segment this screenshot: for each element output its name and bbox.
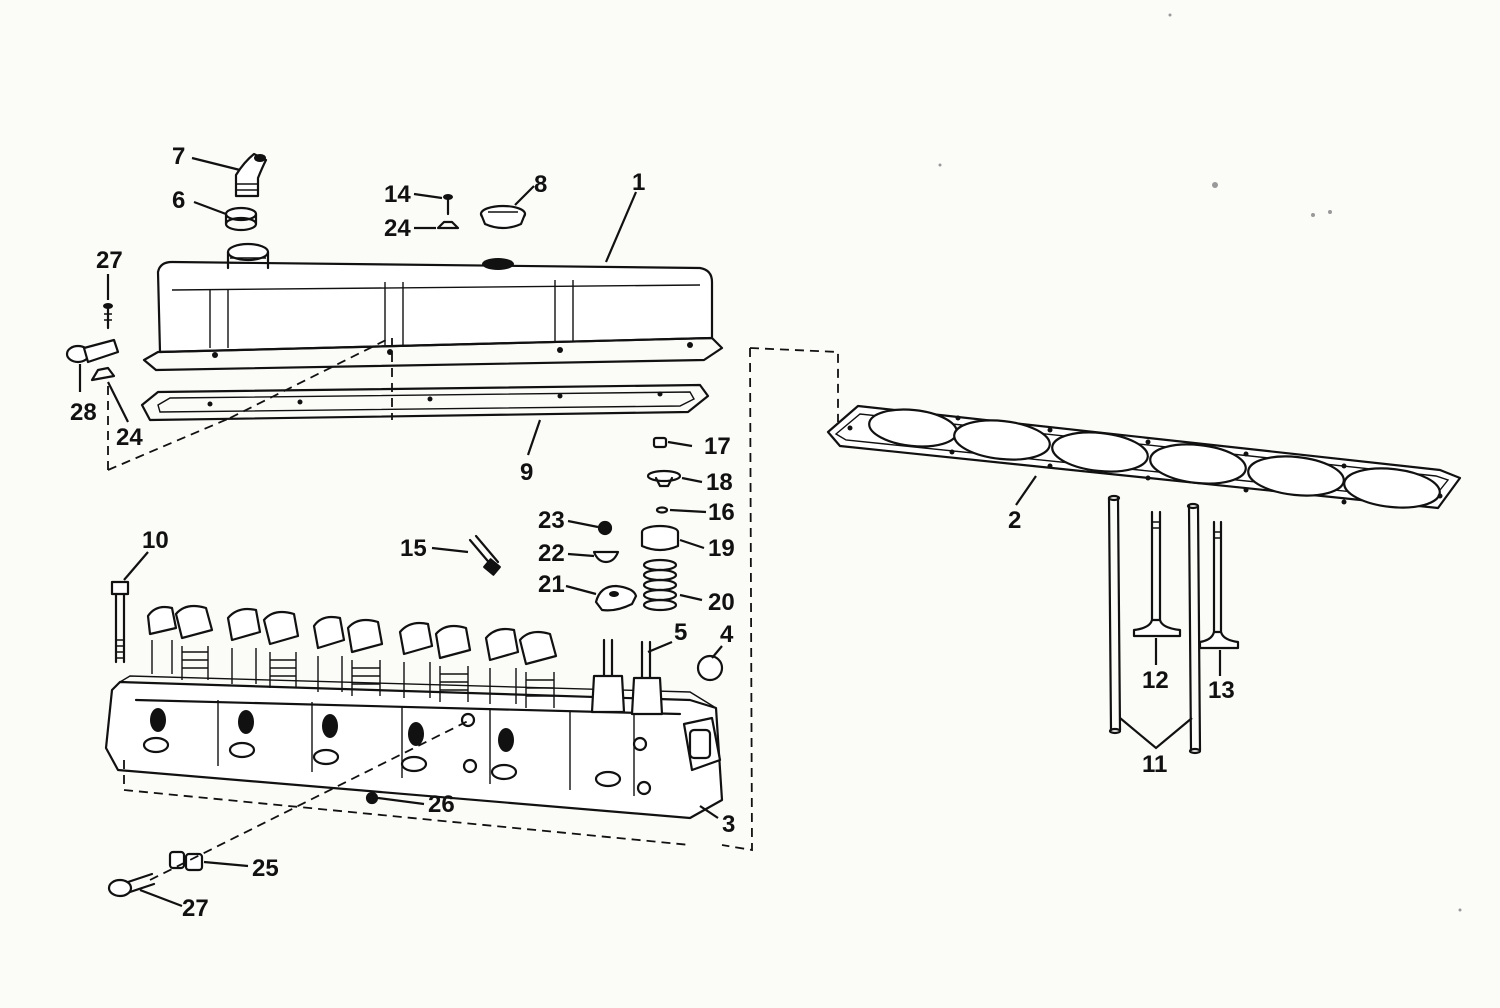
valve-spring — [642, 558, 678, 612]
head-gasket — [826, 404, 1462, 510]
valve-cap — [652, 436, 668, 449]
callout-3: 3 — [722, 811, 735, 838]
callout-2: 2 — [1008, 507, 1021, 534]
temperature-sender — [168, 850, 204, 872]
rocker-cover — [142, 242, 724, 372]
callout-21: 21 — [538, 571, 565, 598]
exhaust-valve — [1198, 520, 1240, 650]
callout-9: 9 — [520, 459, 533, 486]
oil-filler-cap — [479, 204, 527, 230]
callout-28: 28 — [70, 399, 97, 426]
callout-5: 5 — [674, 619, 687, 646]
screw-washer — [436, 220, 460, 230]
callout-4: 4 — [720, 621, 734, 648]
bracket-washer — [90, 366, 116, 382]
callout-25: 25 — [252, 855, 279, 882]
rocker-nut — [597, 520, 613, 536]
leader-lines — [78, 156, 1222, 908]
alignment-lines — [107, 337, 839, 881]
callout-15: 15 — [400, 535, 427, 562]
valve-rotator — [646, 469, 682, 488]
head-plug — [365, 791, 379, 805]
rocker-ball — [592, 550, 620, 564]
head-bolt — [110, 580, 130, 664]
callout-1: 1 — [632, 169, 645, 196]
callout-24-bracket: 24 — [116, 424, 143, 451]
callout-27-upper: 27 — [96, 247, 123, 274]
rocker-arm-row — [146, 604, 558, 708]
callout-14: 14 — [384, 181, 411, 208]
cover-screw — [443, 194, 453, 216]
cover-gasket — [140, 383, 710, 422]
callout-10: 10 — [142, 527, 169, 554]
callout-13: 13 — [1208, 677, 1235, 704]
spark-plug-bracket — [65, 338, 120, 364]
callout-12: 12 — [1142, 667, 1169, 694]
head-studs — [590, 638, 664, 716]
callout-23: 23 — [538, 507, 565, 534]
callout-24-cover: 24 — [384, 215, 411, 242]
callout-26: 26 — [428, 791, 455, 818]
valve-seal — [655, 506, 669, 514]
callout-7: 7 — [172, 143, 185, 170]
cylinder-head — [104, 675, 724, 820]
bracket-bolt-lower — [107, 872, 156, 898]
pushrod-right — [1186, 502, 1202, 755]
callout-labels: 1 2 3 4 5 6 7 8 9 10 11 12 13 14 15 16 1… — [70, 143, 1235, 922]
callout-16: 16 — [708, 499, 735, 526]
valve-shield — [640, 524, 680, 552]
callout-11: 11 — [1142, 751, 1167, 778]
intake-valve — [1132, 510, 1182, 638]
rocker-arm — [594, 584, 638, 612]
pushrod-left — [1107, 494, 1122, 735]
breather-elbow — [234, 152, 268, 198]
bracket-bolt-upper — [103, 303, 113, 330]
rocker-stud — [468, 534, 501, 576]
callout-8: 8 — [534, 171, 547, 198]
callout-17: 17 — [704, 433, 731, 460]
paper-specks — [938, 13, 1462, 912]
callout-22: 22 — [538, 540, 565, 567]
breather-grommet — [224, 206, 258, 232]
callout-18: 18 — [706, 469, 733, 496]
expansion-plug — [696, 654, 724, 682]
callout-6: 6 — [172, 187, 185, 214]
callout-20: 20 — [708, 589, 735, 616]
callout-27-lower: 27 — [182, 895, 209, 922]
callout-19: 19 — [708, 535, 735, 562]
